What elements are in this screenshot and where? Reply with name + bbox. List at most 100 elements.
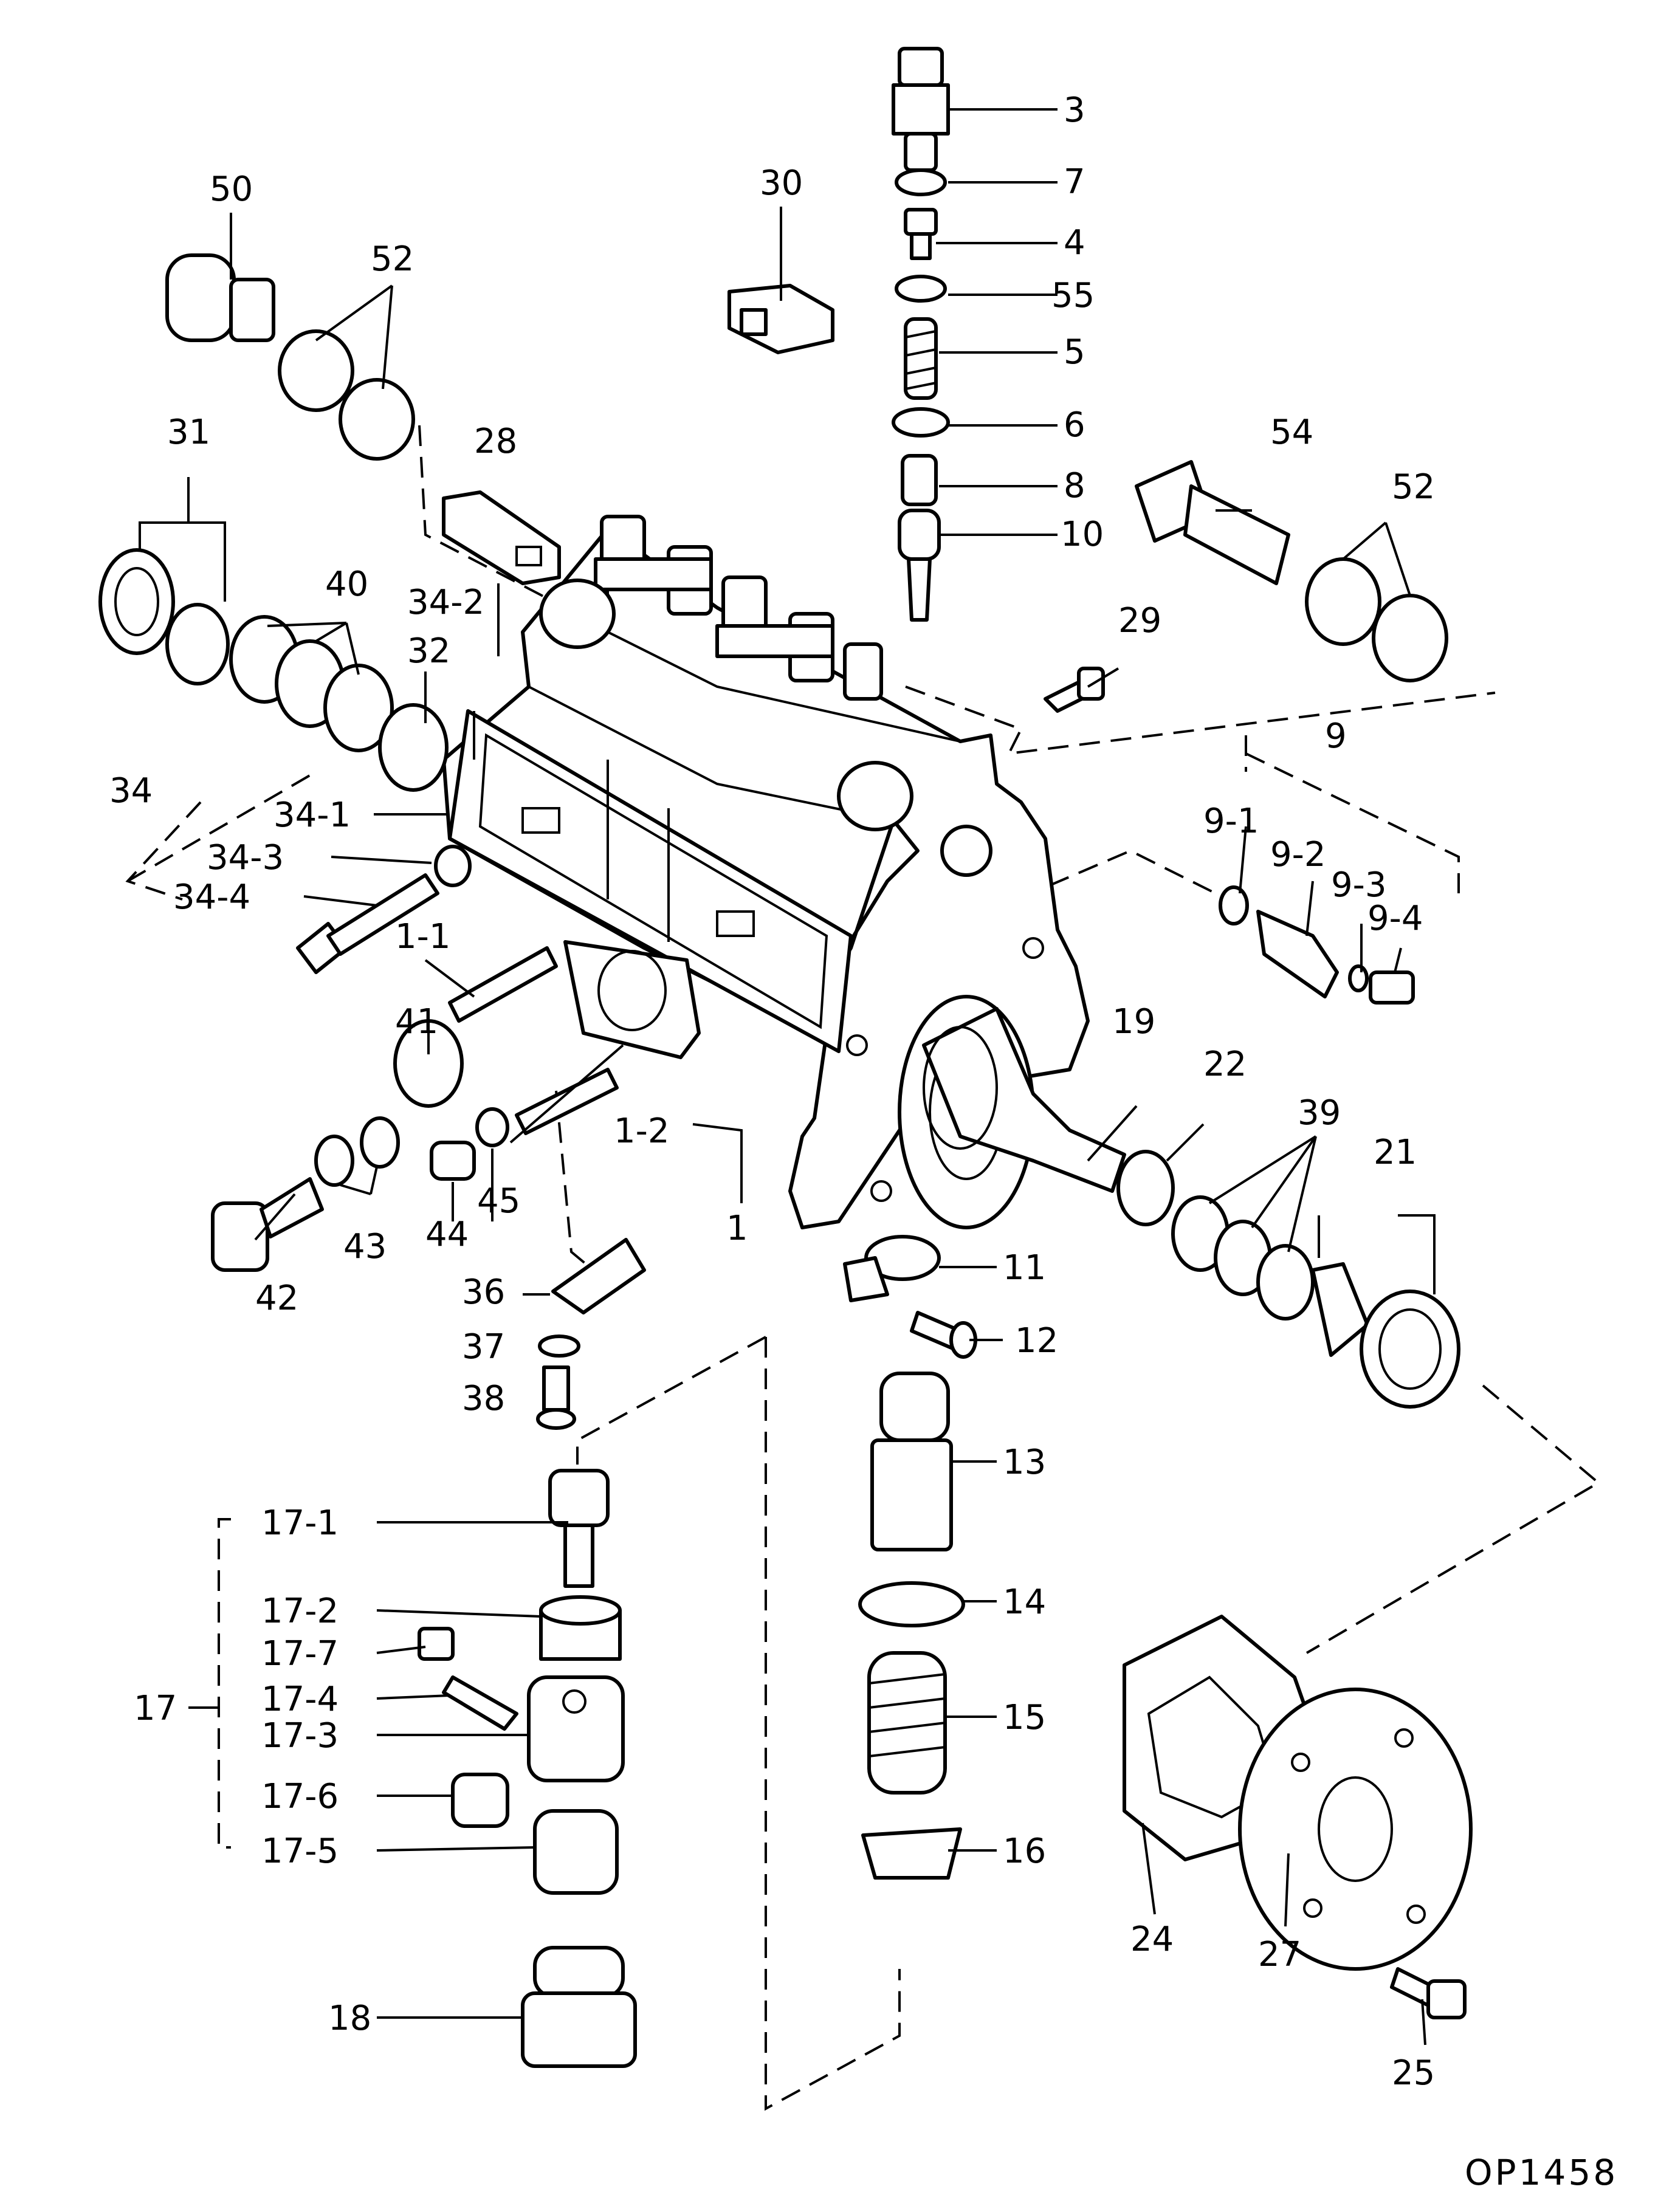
label-5: 5 xyxy=(1064,332,1085,372)
part-21-bearing xyxy=(1311,1262,1460,1409)
label-40: 40 xyxy=(325,565,368,604)
part-31-bearing xyxy=(98,548,230,685)
label-28: 28 xyxy=(474,422,517,461)
label-34-4: 34-4 xyxy=(173,878,250,917)
part-43-washers xyxy=(314,1116,400,1187)
part-17-7-pin xyxy=(418,1627,455,1661)
part-52-washer-b xyxy=(339,378,415,461)
label-15: 15 xyxy=(1003,1698,1046,1737)
label-45: 45 xyxy=(477,1181,520,1221)
part-18-plug xyxy=(521,1946,637,2068)
part-27-cover xyxy=(1238,1688,1473,1971)
label-25: 25 xyxy=(1392,2053,1435,2093)
part-52-washer-a xyxy=(278,329,354,412)
label-4: 4 xyxy=(1064,223,1085,263)
part-17-4-pin xyxy=(442,1675,518,1731)
label-11: 11 xyxy=(1003,1248,1046,1288)
part-22-washer xyxy=(1116,1150,1175,1226)
label-44: 44 xyxy=(425,1215,469,1254)
label-1: 1 xyxy=(726,1209,748,1248)
label-10: 10 xyxy=(1061,515,1104,554)
label-17-7: 17-7 xyxy=(261,1634,339,1674)
part-54-bolt xyxy=(1135,460,1290,585)
part-7-o-ring xyxy=(895,168,947,196)
delivery-valve-holders xyxy=(594,515,883,701)
part-32-washer xyxy=(378,703,449,792)
label-24: 24 xyxy=(1130,1920,1174,1959)
label-1-1: 1-1 xyxy=(395,917,450,957)
part-5-spring xyxy=(904,317,938,400)
label-37: 37 xyxy=(462,1327,505,1367)
label-17-2: 17-2 xyxy=(261,1592,339,1631)
part-30-block xyxy=(727,284,834,354)
part-38-screw xyxy=(536,1365,576,1430)
label-17-5: 17-5 xyxy=(261,1832,339,1871)
label-31: 31 xyxy=(167,413,210,452)
callout-labels: 3 7 4 55 5 6 8 10 30 50 52 31 28 40 34-2… xyxy=(109,91,1435,2093)
label-22: 22 xyxy=(1203,1045,1247,1084)
part-19-camshaft xyxy=(922,1007,1126,1193)
label-9-3: 9-3 xyxy=(1331,865,1386,905)
part-15-plunger-spring xyxy=(867,1651,947,1795)
part-13-control-sleeve xyxy=(870,1372,953,1551)
label-6: 6 xyxy=(1064,405,1085,445)
label-55: 55 xyxy=(1051,276,1095,315)
part-17-5-bushing xyxy=(533,1809,619,1895)
label-27: 27 xyxy=(1258,1935,1301,1974)
part-17-6-roller xyxy=(451,1773,509,1828)
part-52-washer-d xyxy=(1372,594,1448,682)
label-39: 39 xyxy=(1298,1093,1341,1133)
part-3-delivery-valve-holder xyxy=(892,47,950,172)
label-3: 3 xyxy=(1064,91,1085,130)
label-38: 38 xyxy=(462,1379,505,1418)
label-9-2: 9-2 xyxy=(1270,835,1326,874)
label-43: 43 xyxy=(343,1227,387,1266)
drawing-code: OP1458 xyxy=(1465,2152,1618,2193)
label-13: 13 xyxy=(1003,1443,1046,1482)
label-8: 8 xyxy=(1064,466,1085,506)
part-52-washer-c xyxy=(1305,557,1381,646)
label-7: 7 xyxy=(1064,162,1085,202)
part-4-stopper xyxy=(904,208,938,260)
part-37-washer xyxy=(538,1334,580,1358)
part-40-shims xyxy=(229,615,394,752)
part-29-screw xyxy=(1044,667,1105,713)
part-14-spring-seat xyxy=(858,1581,965,1627)
part-8-delivery-valve xyxy=(901,454,938,506)
label-9-1: 9-1 xyxy=(1203,802,1259,841)
label-30: 30 xyxy=(760,163,803,203)
part-28-bracket xyxy=(442,490,561,585)
part-10-valve-seat xyxy=(898,509,941,622)
label-32: 32 xyxy=(407,631,450,671)
label-18: 18 xyxy=(328,1999,371,2038)
label-50: 50 xyxy=(210,170,253,209)
label-17-4: 17-4 xyxy=(261,1680,339,1719)
label-41: 41 xyxy=(395,1002,438,1042)
part-34-3-washer xyxy=(434,845,472,887)
label-36: 36 xyxy=(462,1273,505,1312)
label-12: 12 xyxy=(1015,1321,1058,1361)
part-44-nut xyxy=(430,1141,476,1181)
part-50-plug xyxy=(165,253,275,342)
label-1-2: 1-2 xyxy=(614,1111,669,1151)
label-17-1: 17-1 xyxy=(261,1503,339,1543)
part-1-1-stud xyxy=(448,946,558,1023)
part-9-assembly xyxy=(1219,885,1415,1005)
label-16: 16 xyxy=(1003,1832,1046,1871)
label-9-4: 9-4 xyxy=(1367,899,1423,938)
label-42: 42 xyxy=(255,1279,298,1318)
label-52a: 52 xyxy=(371,239,414,279)
part-12-screw xyxy=(910,1311,977,1359)
label-17: 17 xyxy=(134,1689,177,1728)
part-42-bolt xyxy=(211,1177,324,1272)
label-9: 9 xyxy=(1325,716,1347,756)
label-54: 54 xyxy=(1270,413,1313,452)
part-17-2-nut xyxy=(539,1595,622,1661)
part-36-clamp xyxy=(551,1238,646,1314)
part-45-washer xyxy=(475,1107,509,1147)
part-17-1-bolt xyxy=(548,1469,610,1588)
part-17-3-tappet-body xyxy=(527,1675,625,1782)
label-34-3: 34-3 xyxy=(207,838,284,878)
leader-lines xyxy=(139,108,1436,2045)
